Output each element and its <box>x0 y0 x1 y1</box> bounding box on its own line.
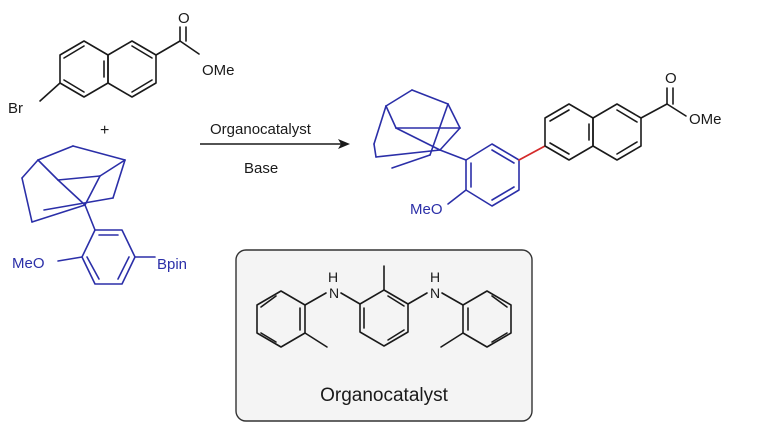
adamantyl-boronate-structure <box>21 145 156 285</box>
reactant-methoxy-label: MeO <box>12 255 45 272</box>
bpin-label: Bpin <box>157 256 187 273</box>
catalyst-caption: Organocatalyst <box>320 385 449 406</box>
arrow-below-label: Base <box>244 160 278 177</box>
new-biaryl-bond <box>518 145 546 161</box>
product-naphthoate-structure <box>544 87 687 161</box>
bromonaphthoate-structure <box>39 26 200 102</box>
catalyst-left-h-label: H <box>328 269 338 285</box>
product-aryl-structure <box>373 89 520 207</box>
catalyst-right-n-label: N <box>430 285 440 301</box>
product-ester-group-label: OMe <box>689 111 722 128</box>
arrow-above-label: Organocatalyst <box>210 121 312 138</box>
ester-oxygen-label: O <box>178 10 190 27</box>
reaction-arrow <box>200 139 350 149</box>
ester-group-label: OMe <box>202 62 235 79</box>
bromo-label: Br <box>8 100 23 117</box>
catalyst-right-h-label: H <box>430 269 440 285</box>
catalyst-panel <box>235 249 533 422</box>
catalyst-left-n-label: N <box>329 285 339 301</box>
product-ester-oxygen-label: O <box>665 70 677 87</box>
plus-sign: + <box>100 122 109 139</box>
catalyst-structure <box>256 265 512 348</box>
product-methoxy-label: MeO <box>410 201 443 218</box>
